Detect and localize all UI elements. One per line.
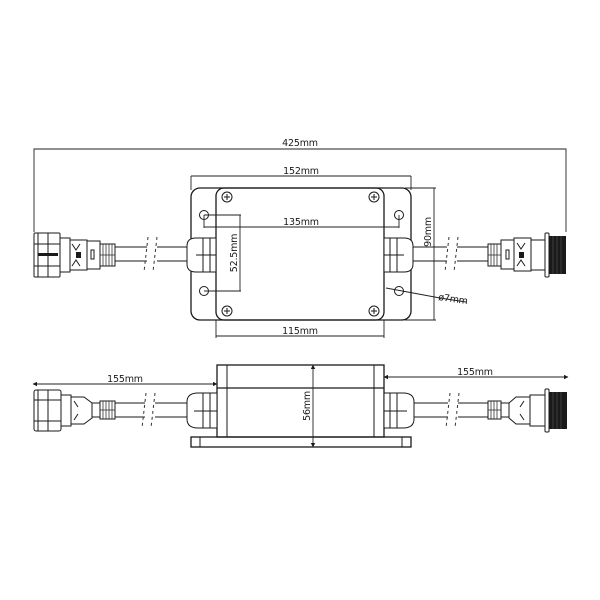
enclosure-flange [190, 187, 412, 321]
cable-gland-left [186, 237, 217, 273]
connector-right-female-side [487, 388, 567, 433]
connector-left-male [33, 232, 116, 278]
connector-left-male-side [33, 389, 116, 432]
enclosure-side-body [216, 364, 385, 438]
dimension-hole-diameter: ø7mm [385, 287, 469, 307]
cable-left [115, 236, 187, 273]
dimension-left-cable-length: 155mm [32, 374, 218, 387]
label-enclosure-depth: 56mm [302, 391, 313, 421]
label-hole-spacing-x: 135mm [283, 217, 319, 228]
dimension-right-cable-length: 155mm [383, 367, 569, 380]
cable-right [413, 236, 488, 273]
label-hole-diameter: ø7mm [438, 292, 469, 307]
label-hole-spacing-y: 52.5mm [229, 234, 240, 272]
label-left-cable-length: 155mm [107, 374, 143, 385]
dimension-hole-spacing-x: 135mm [203, 215, 400, 228]
dimension-hole-spacing-y: 52.5mm [204, 214, 241, 292]
label-right-cable-length: 155mm [457, 367, 493, 378]
dimension-enclosure-depth: 56mm [302, 364, 316, 448]
dimension-flange-width: 152mm [190, 166, 412, 190]
label-lid-width: 115mm [282, 326, 318, 337]
cable-gland-right-side [383, 392, 415, 429]
lid-screw-icon [368, 191, 380, 203]
cable-gland-right [383, 237, 414, 273]
dimension-lid-width: 115mm [215, 320, 385, 338]
dimension-overall-length: 425mm [33, 138, 567, 232]
lid-screw-icon [368, 305, 380, 317]
enclosure-side-flange [190, 436, 412, 448]
cable-left-side [115, 392, 187, 429]
enclosure-lid [215, 187, 385, 321]
label-enclosure-height: 90mm [423, 217, 434, 247]
cable-gland-left-side [186, 392, 218, 429]
top-view: 425mm 152mm [33, 138, 567, 338]
label-overall-length: 425mm [282, 138, 318, 149]
dimension-enclosure-height: 90mm [405, 187, 436, 321]
cable-right-side [414, 392, 488, 429]
lid-screw-icon [221, 305, 233, 317]
lid-screw-icon [221, 191, 233, 203]
label-flange-width: 152mm [283, 166, 319, 177]
connector-right-female [487, 232, 566, 278]
side-view: 56mm 155mm 155mm [32, 364, 569, 448]
